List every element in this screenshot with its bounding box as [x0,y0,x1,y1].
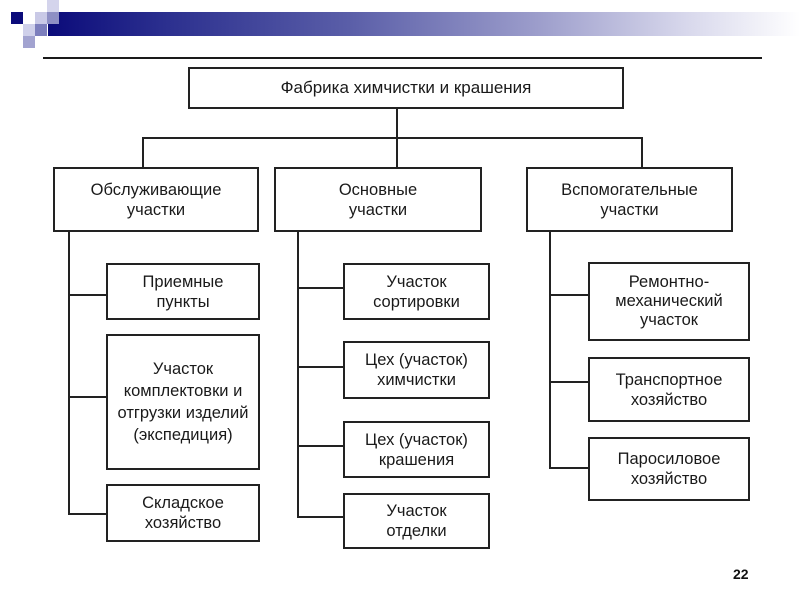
connector-line [68,513,107,515]
title-rule [43,57,762,59]
decor-square [47,0,59,12]
root-node: Фабрика химчистки и крашения [188,67,624,109]
page-number: 22 [733,566,749,582]
leaf-node: Ремонтно-механический участок [588,262,750,341]
leaf-node-label: Участок отделки [386,502,447,540]
connector-line [68,294,107,296]
branch-node-auxiliary: Вспомогательные участки [526,167,733,232]
leaf-node-label: Ремонтно-механический участок [615,273,723,329]
branch-node-main: Основные участки [274,167,482,232]
leaf-node: Участок отделки [343,493,490,549]
connector-line [142,137,144,168]
branch-node-label: Обслуживающие участки [90,180,222,219]
connector-line [297,366,344,368]
connector-line [549,231,551,469]
connector-line [549,467,589,469]
leaf-node: Цех (участок) крашения [343,421,490,478]
leaf-node: Участок сортировки [343,263,490,320]
decor-square [11,12,23,24]
decor-square [35,12,47,24]
leaf-node-label: Участок комплектовки и отгрузки изделий … [117,360,249,444]
leaf-node-label: Складское хозяйство [142,494,224,532]
leaf-node: Паросиловое хозяйство [588,437,750,501]
decor-square [23,36,35,48]
leaf-node: Транспортное хозяйство [588,357,750,422]
leaf-node-label: Участок сортировки [373,272,460,311]
connector-line [641,137,643,168]
connector-line [297,445,344,447]
connector-line [68,396,107,398]
leaf-node-label: Транспортное хозяйство [615,370,723,409]
leaf-node-label: Паросиловое хозяйство [617,450,721,488]
branch-node-service: Обслуживающие участки [53,167,259,232]
connector-line [68,231,70,515]
decor-square [23,24,35,36]
leaf-node-label: Цех (участок) химчистки [365,351,468,389]
header-gradient-bar [48,12,800,36]
connector-line [297,231,299,518]
leaf-node-label: Приемные пункты [142,272,224,311]
connector-line [297,287,344,289]
leaf-node-label: Цех (участок) крашения [365,430,468,469]
root-node-label: Фабрика химчистки и крашения [280,78,532,97]
leaf-node: Приемные пункты [106,263,260,320]
leaf-node: Участок комплектовки и отгрузки изделий … [106,334,260,470]
decor-square [35,24,47,36]
connector-line [297,516,344,518]
connector-line [549,294,589,296]
leaf-node: Складское хозяйство [106,484,260,542]
connector-line [142,137,643,139]
decor-square [47,12,59,24]
branch-node-label: Вспомогательные участки [561,180,698,219]
connector-line [549,381,589,383]
branch-node-label: Основные участки [338,180,418,219]
leaf-node: Цех (участок) химчистки [343,341,490,399]
